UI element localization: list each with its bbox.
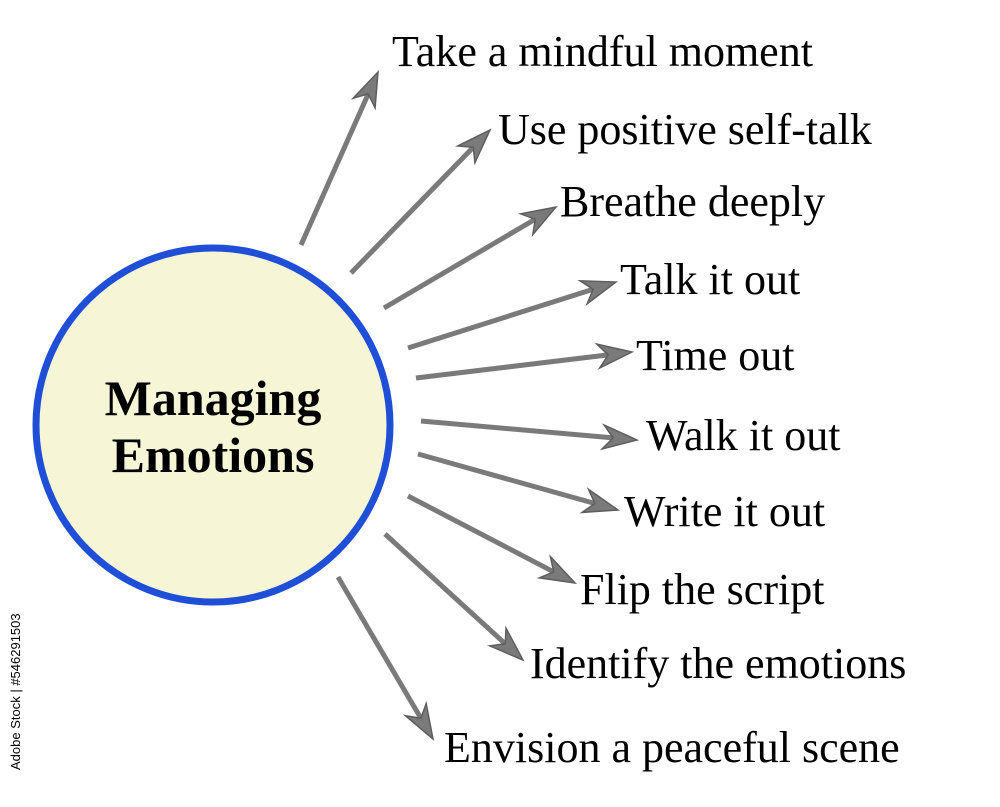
arrow-head <box>517 205 558 238</box>
branch-arrow <box>407 279 619 351</box>
arrow-shaft <box>417 451 596 506</box>
branch-label: Use positive self-talk <box>498 105 872 154</box>
arrow-head <box>577 279 619 306</box>
branch-arrow <box>298 69 379 247</box>
arrow-shaft <box>420 418 614 441</box>
branch-arrow <box>383 532 525 662</box>
arrow-shaft <box>349 145 476 275</box>
branch-label: Identify the emotions <box>530 639 906 688</box>
arrow-head <box>402 700 435 741</box>
arrow-head <box>536 554 577 585</box>
branch-label: Time out <box>636 331 795 380</box>
center-circle <box>32 244 394 606</box>
arrow-shaft <box>335 575 424 720</box>
arrow-shaft <box>383 532 507 646</box>
arrow-head <box>579 487 621 514</box>
branch-arrow <box>420 418 640 451</box>
arrow-head <box>454 128 492 166</box>
arrow-shaft <box>407 286 594 351</box>
branch-arrow <box>382 205 558 311</box>
branch-arrow <box>335 575 435 741</box>
branch-label: Flip the script <box>580 565 824 614</box>
branch-arrow <box>406 493 577 585</box>
branch-arrow <box>349 128 492 275</box>
arrow-shaft <box>298 92 371 247</box>
branch-label: Walk it out <box>646 411 840 460</box>
arrow-head <box>350 69 379 111</box>
branch-label: Take a mindful moment <box>392 27 813 76</box>
arrows-group <box>298 69 640 741</box>
branch-label: Write it out <box>624 487 825 536</box>
stock-watermark: Adobe Stock | #546291503 <box>8 613 23 770</box>
arrow-head <box>486 625 525 662</box>
branch-arrow <box>415 342 635 381</box>
arrow-shaft <box>382 216 537 311</box>
center-title-line-2: Emotions <box>112 427 315 483</box>
arrow-head <box>599 423 640 451</box>
branch-arrow <box>417 451 621 514</box>
branch-label: Envision a peaceful scene <box>444 723 900 772</box>
branch-label: Talk it out <box>620 255 800 304</box>
arrow-shaft <box>406 493 555 575</box>
branch-label: Breathe deeply <box>560 177 825 226</box>
arrow-head <box>594 342 635 370</box>
arrow-shaft <box>415 352 609 381</box>
center-title-line-1: Managing <box>105 370 322 426</box>
